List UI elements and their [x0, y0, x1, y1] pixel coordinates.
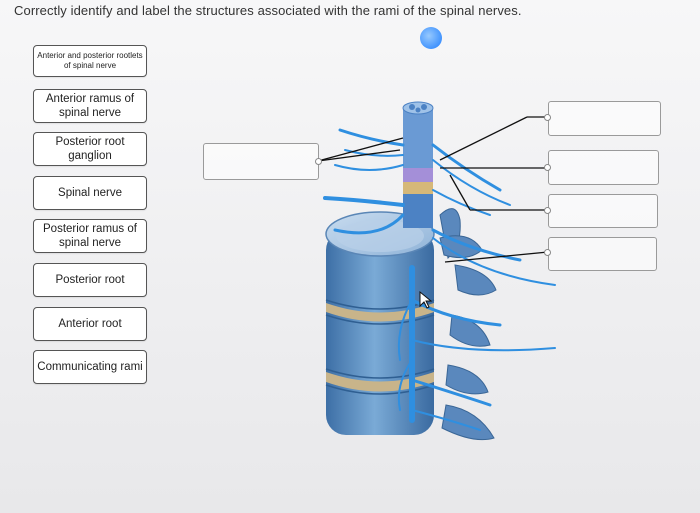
instruction-text: Correctly identify and label the structu…	[14, 3, 522, 18]
vertebral-processes	[439, 208, 497, 441]
anchor-dot-right-2	[544, 164, 551, 171]
anchor-dot-right-3	[544, 207, 551, 214]
blue-marker-dot	[420, 27, 442, 49]
spinal-cord	[402, 101, 434, 228]
term-posterior-root[interactable]: Posterior root	[33, 263, 147, 297]
pointer-cursor-icon	[419, 290, 433, 309]
term-communicating-rami[interactable]: Communicating rami	[33, 350, 147, 384]
drop-target-right-1[interactable]	[548, 101, 661, 136]
term-anterior-root[interactable]: Anterior root	[33, 307, 147, 341]
term-posterior-root-ganglion[interactable]: Posterior root ganglion	[33, 132, 147, 166]
leader-lines	[317, 116, 549, 263]
term-posterior-ramus[interactable]: Posterior ramus of spinal nerve	[33, 219, 147, 253]
anchor-dot-left	[315, 158, 322, 165]
spinal-nerves	[323, 128, 556, 431]
term-anterior-ramus[interactable]: Anterior ramus of spinal nerve	[33, 89, 147, 123]
drop-target-right-4[interactable]	[548, 237, 657, 271]
term-anterior-posterior-rootlets[interactable]: Anterior and posterior rootlets of spina…	[33, 45, 147, 77]
drop-target-right-3[interactable]	[548, 194, 658, 228]
drop-target-left[interactable]	[203, 143, 319, 180]
vertebral-column	[325, 211, 435, 435]
drop-target-right-2[interactable]	[548, 150, 659, 185]
anchor-dot-right-1	[544, 114, 551, 121]
anchor-dot-right-4	[544, 249, 551, 256]
term-spinal-nerve[interactable]: Spinal nerve	[33, 176, 147, 210]
